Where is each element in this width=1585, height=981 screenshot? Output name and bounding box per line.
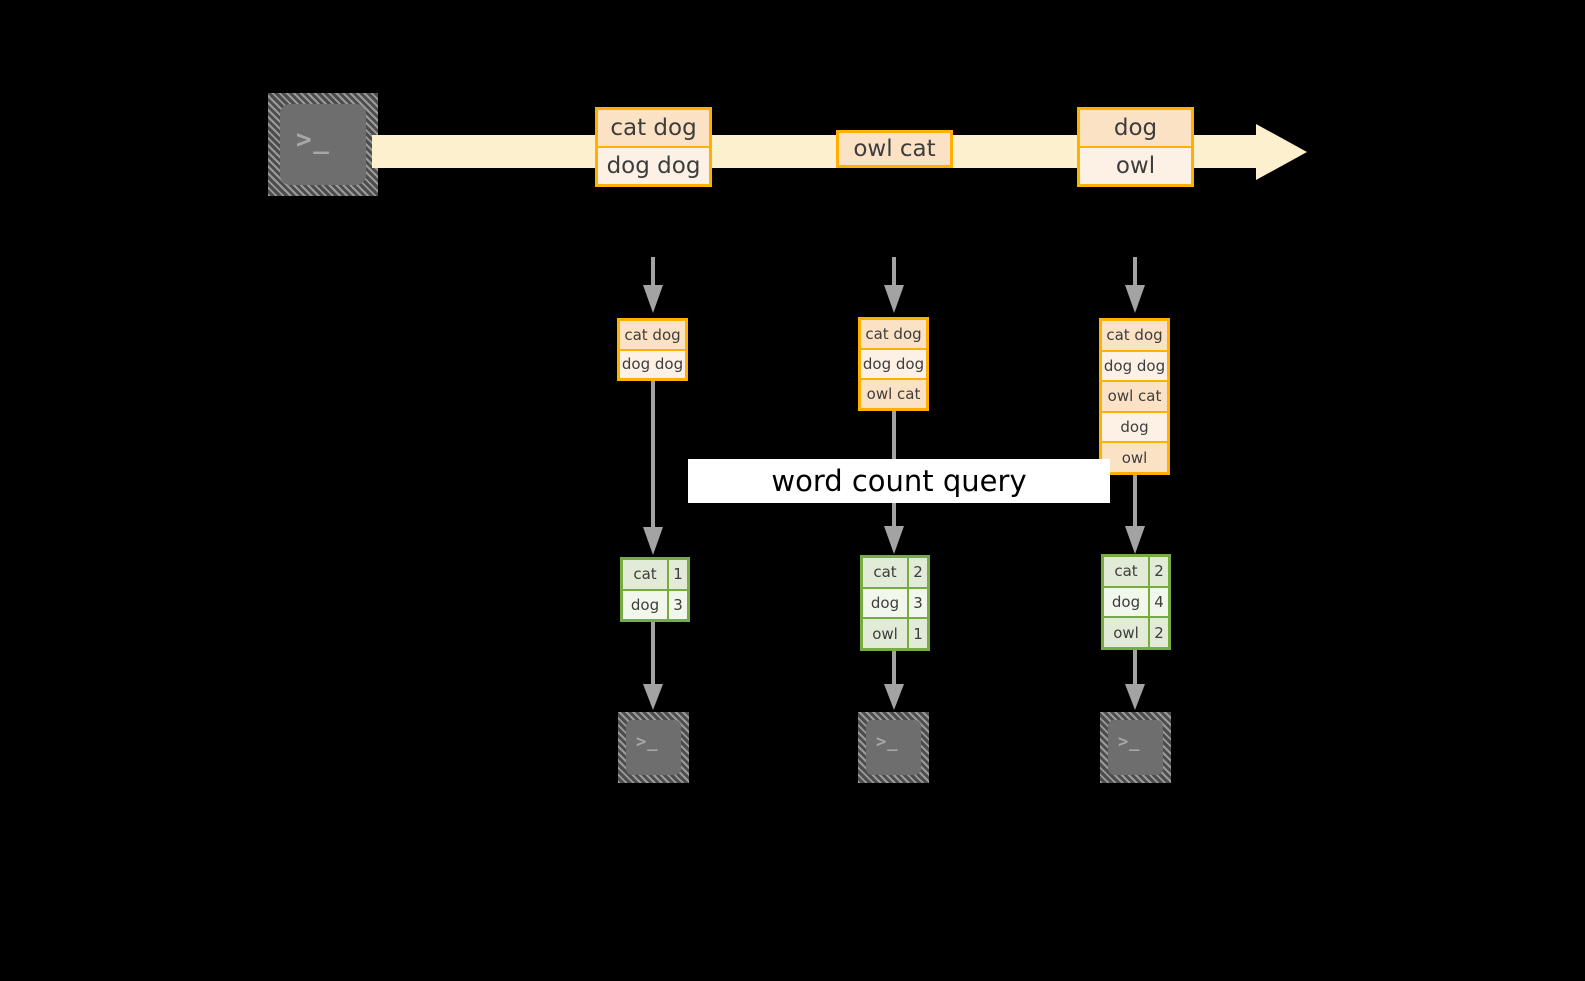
stream-event-line: dog bbox=[1080, 110, 1191, 146]
snapshot-2-sink-connector bbox=[892, 651, 896, 684]
stream-event-line: owl bbox=[1080, 146, 1191, 184]
snapshot-3-query-arrowhead bbox=[1125, 526, 1145, 554]
snapshot-input-line: dog dog bbox=[620, 348, 685, 378]
stream-event-line: dog dog bbox=[598, 146, 709, 184]
snapshot-input-line: cat dog bbox=[1102, 321, 1167, 350]
terminal-screen bbox=[1108, 720, 1163, 775]
snapshot-2-dashed-connector bbox=[892, 257, 896, 285]
snapshot-input-line: cat dog bbox=[620, 321, 685, 349]
stream-event-line: cat dog bbox=[598, 110, 709, 146]
snapshot-1-sink-terminal-icon: >_ bbox=[618, 712, 689, 783]
result-count: 3 bbox=[913, 594, 923, 612]
stream-event-group-3: dog owl bbox=[1077, 107, 1194, 187]
table-row: dog 4 bbox=[1104, 585, 1168, 617]
stream-event-line: owl cat bbox=[839, 133, 950, 165]
snapshot-input-line: dog dog bbox=[861, 348, 926, 378]
result-count: 2 bbox=[1154, 562, 1164, 581]
snapshot-2-dashed-arrowhead bbox=[884, 285, 904, 313]
result-count: 2 bbox=[1154, 623, 1164, 642]
snapshot-1-query-connector bbox=[651, 381, 655, 527]
snapshot-input-line: dog bbox=[1102, 410, 1167, 442]
snapshot-3-sink-terminal-icon: >_ bbox=[1100, 712, 1171, 783]
stream-arrowhead bbox=[1256, 124, 1307, 180]
result-word: cat bbox=[623, 560, 669, 589]
snapshot-input-line: dog dog bbox=[1102, 349, 1167, 381]
result-count: 1 bbox=[673, 565, 683, 584]
query-label: word count query bbox=[688, 459, 1110, 503]
result-word: owl bbox=[863, 619, 909, 649]
stream-event-group-1: cat dog dog dog bbox=[595, 107, 712, 187]
terminal-prompt-label: >_ bbox=[876, 732, 899, 752]
table-row: owl 2 bbox=[1104, 616, 1168, 648]
snapshot-1-sink-connector bbox=[651, 622, 655, 684]
snapshot-input-line: owl bbox=[1102, 441, 1167, 472]
stream-event-group-2: owl cat bbox=[836, 130, 953, 168]
source-terminal-icon: >_ bbox=[268, 93, 378, 196]
result-count: 2 bbox=[913, 563, 923, 582]
table-row: cat 1 bbox=[623, 560, 687, 589]
terminal-prompt-label: >_ bbox=[1118, 732, 1141, 752]
result-word: owl bbox=[1104, 618, 1150, 648]
snapshot-2-sink-terminal-icon: >_ bbox=[858, 712, 929, 783]
terminal-screen bbox=[280, 104, 366, 185]
terminal-screen bbox=[866, 720, 921, 775]
result-word: cat bbox=[863, 558, 909, 587]
snapshot-1-sink-arrowhead bbox=[643, 684, 663, 710]
table-row: cat 2 bbox=[863, 558, 927, 587]
snapshot-input-line: owl cat bbox=[1102, 380, 1167, 411]
snapshot-1-result-table: cat 1 dog 3 bbox=[620, 557, 690, 622]
snapshot-1-dashed-connector bbox=[651, 257, 655, 285]
result-word: dog bbox=[863, 588, 909, 618]
snapshot-3-input-stack: cat dog dog dog owl cat dog owl bbox=[1099, 318, 1170, 475]
snapshot-3-sink-arrowhead bbox=[1125, 684, 1145, 710]
table-row: dog 3 bbox=[863, 586, 927, 618]
snapshot-1-dashed-arrowhead bbox=[643, 285, 663, 313]
result-word: dog bbox=[1104, 587, 1150, 617]
snapshot-3-result-table: cat 2 dog 4 owl 2 bbox=[1101, 554, 1171, 650]
snapshot-3-dashed-arrowhead bbox=[1125, 285, 1145, 313]
result-word: cat bbox=[1104, 557, 1150, 586]
snapshot-3-query-connector bbox=[1133, 475, 1137, 526]
snapshot-2-result-table: cat 2 dog 3 owl 1 bbox=[860, 555, 930, 651]
terminal-screen bbox=[626, 720, 681, 775]
table-row: cat 2 bbox=[1104, 557, 1168, 586]
snapshot-1-input-stack: cat dog dog dog bbox=[617, 318, 688, 381]
result-count: 3 bbox=[673, 595, 683, 614]
terminal-prompt-label: >_ bbox=[296, 125, 331, 155]
result-word: dog bbox=[623, 590, 669, 619]
snapshot-2-input-stack: cat dog dog dog owl cat bbox=[858, 317, 929, 411]
snapshot-2-sink-arrowhead bbox=[884, 684, 904, 710]
table-row: owl 1 bbox=[863, 617, 927, 649]
terminal-prompt-label: >_ bbox=[636, 732, 659, 752]
result-count: 1 bbox=[913, 624, 923, 643]
snapshot-2-query-arrowhead bbox=[884, 526, 904, 554]
snapshot-input-line: owl cat bbox=[861, 378, 926, 408]
snapshot-1-query-arrowhead bbox=[643, 527, 663, 555]
result-count: 4 bbox=[1154, 593, 1164, 611]
snapshot-3-dashed-connector bbox=[1133, 257, 1137, 285]
snapshot-3-sink-connector bbox=[1133, 650, 1137, 684]
snapshot-input-line: cat dog bbox=[861, 320, 926, 348]
table-row: dog 3 bbox=[623, 588, 687, 619]
